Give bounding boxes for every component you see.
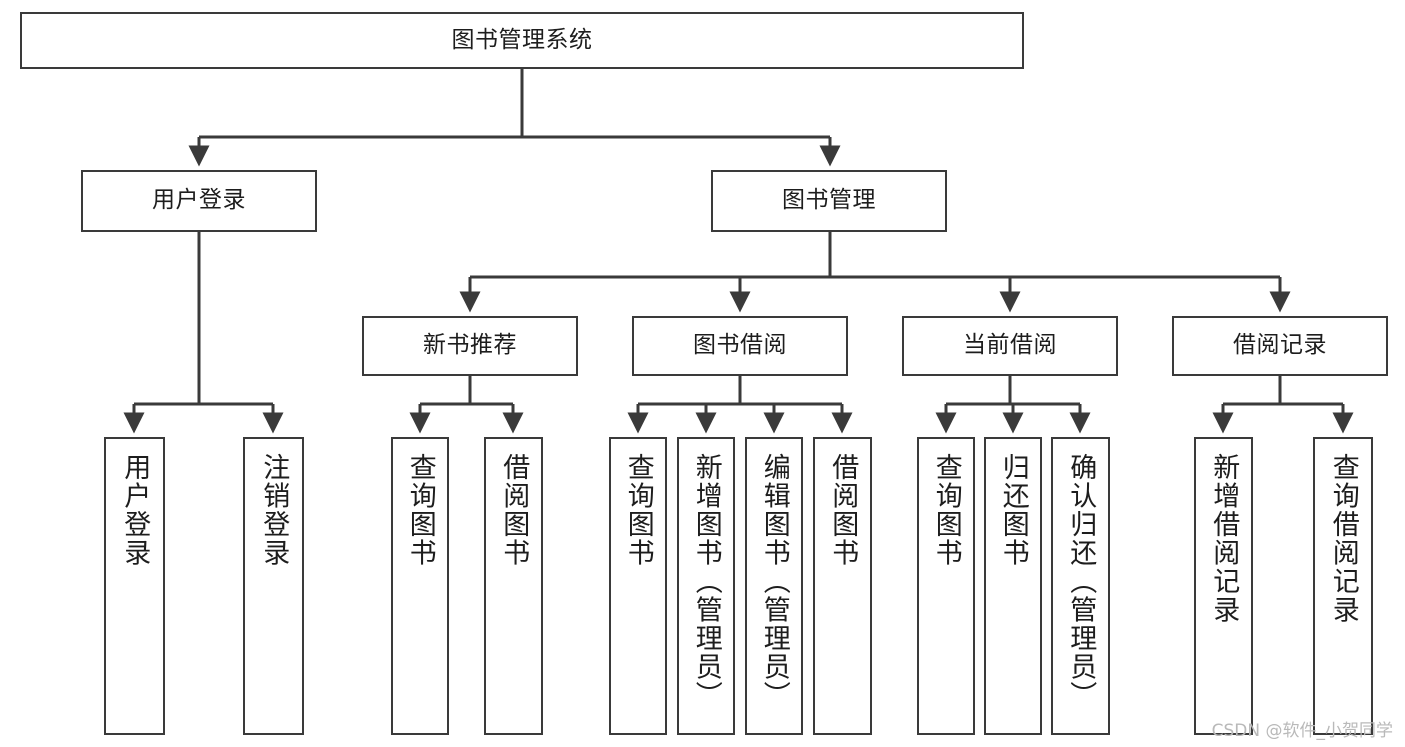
level3-node-2[interactable]: 当前借阅	[902, 316, 1118, 376]
leaf-node-2-label: 查询图书	[404, 453, 436, 567]
leaf-node-5-label: 新增图书（管理员）	[690, 453, 722, 710]
leaf-node-12[interactable]: 查询借阅记录	[1313, 437, 1373, 735]
leaf-node-1[interactable]: 注销登录	[243, 437, 304, 735]
leaf-node-8-label: 查询图书	[930, 453, 962, 567]
level2-node-0[interactable]: 用户登录	[81, 170, 317, 232]
leaf-node-10-label: 确认归还（管理员）	[1065, 453, 1097, 710]
leaf-node-3[interactable]: 借阅图书	[484, 437, 543, 735]
level2-node-0-label: 用户登录	[152, 187, 246, 214]
leaf-node-9[interactable]: 归还图书	[984, 437, 1042, 735]
leaf-node-0-label: 用户登录	[119, 453, 151, 567]
level2-node-1-label: 图书管理	[782, 187, 876, 214]
leaf-node-1-label: 注销登录	[258, 453, 290, 567]
level3-node-1-label: 图书借阅	[693, 332, 787, 359]
leaf-node-3-label: 借阅图书	[498, 453, 530, 567]
leaf-node-12-label: 查询借阅记录	[1327, 453, 1359, 624]
leaf-node-10[interactable]: 确认归还（管理员）	[1051, 437, 1110, 735]
level3-node-1[interactable]: 图书借阅	[632, 316, 848, 376]
level3-node-0-label: 新书推荐	[423, 332, 517, 359]
leaf-node-11-label: 新增借阅记录	[1208, 453, 1240, 624]
leaf-node-6-label: 编辑图书（管理员）	[758, 453, 790, 710]
leaf-node-8[interactable]: 查询图书	[917, 437, 975, 735]
level3-node-0[interactable]: 新书推荐	[362, 316, 578, 376]
leaf-node-7[interactable]: 借阅图书	[813, 437, 872, 735]
leaf-node-4-label: 查询图书	[622, 453, 654, 567]
level3-node-3-label: 借阅记录	[1233, 332, 1327, 359]
root-node[interactable]: 图书管理系统	[20, 12, 1024, 69]
leaf-node-9-label: 归还图书	[997, 453, 1029, 567]
leaf-node-5[interactable]: 新增图书（管理员）	[677, 437, 735, 735]
leaf-node-0[interactable]: 用户登录	[104, 437, 165, 735]
root-node-label: 图书管理系统	[451, 26, 593, 53]
leaf-node-11[interactable]: 新增借阅记录	[1194, 437, 1253, 735]
level2-node-1[interactable]: 图书管理	[711, 170, 947, 232]
leaf-node-6[interactable]: 编辑图书（管理员）	[745, 437, 803, 735]
level3-node-2-label: 当前借阅	[963, 332, 1057, 359]
leaf-node-7-label: 借阅图书	[827, 453, 859, 567]
leaf-node-4[interactable]: 查询图书	[609, 437, 667, 735]
leaf-node-2[interactable]: 查询图书	[391, 437, 449, 735]
level3-node-3[interactable]: 借阅记录	[1172, 316, 1388, 376]
csdn-watermark: CSDN @软件_小贺同学	[1211, 721, 1393, 741]
